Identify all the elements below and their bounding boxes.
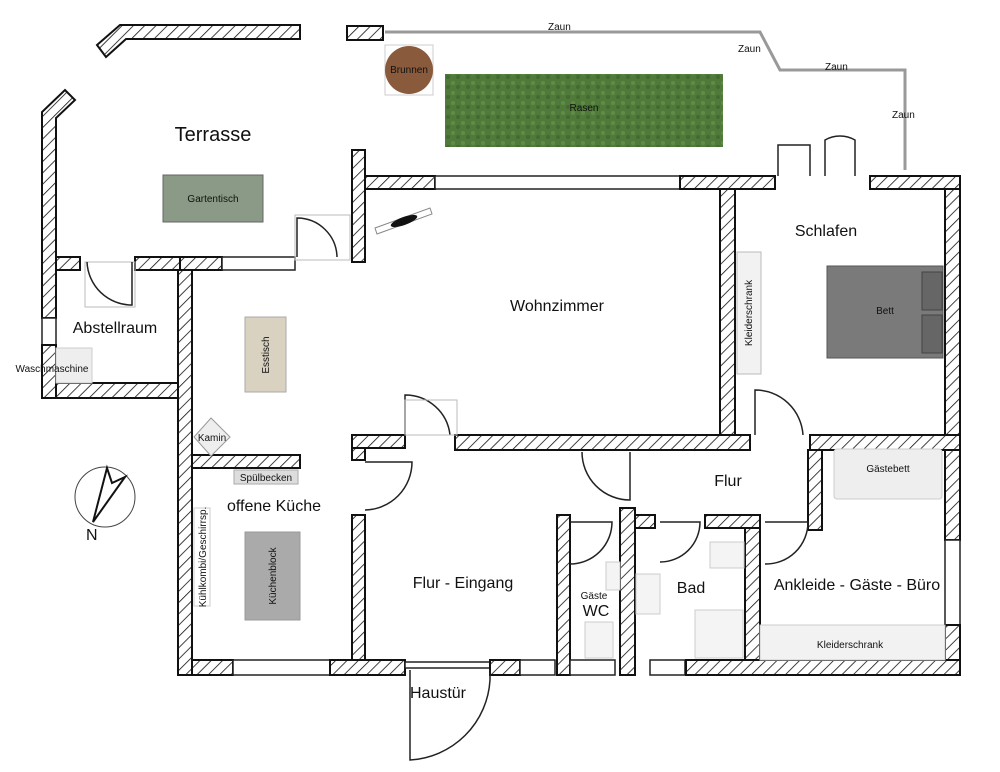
room-wc: WC	[583, 603, 610, 620]
kleiderschrank-label: Kleiderschrank	[744, 279, 755, 346]
bett-label: Bett	[876, 306, 894, 317]
brunnen-label: Brunnen	[390, 65, 428, 76]
fence: Zaun Zaun Zaun Zaun	[385, 22, 915, 170]
room-offene-kueche: offene Küche	[227, 498, 321, 515]
sink-icon	[605, 561, 621, 591]
fence-label: Zaun	[825, 62, 848, 73]
kuechenblock-label: Küchenblock	[268, 546, 279, 604]
room-bad: Bad	[677, 580, 705, 597]
toilet-icon	[709, 541, 745, 569]
gartentisch-label: Gartentisch	[187, 194, 238, 205]
gaestebett-label: Gästebett	[866, 464, 910, 475]
room-haustuer: Haustür	[410, 685, 467, 702]
gartentisch	[162, 174, 264, 223]
room-flur-eingang: Flur - Eingang	[413, 575, 514, 592]
room-abstellraum: Abstellraum	[73, 320, 157, 337]
kuehlkombi-label: Kühlkombi/Geschirrsp.	[198, 507, 209, 608]
spuelbecken-label: Spülbecken	[240, 473, 292, 484]
compass-icon: N	[74, 464, 136, 544]
kuehlkombi	[193, 507, 211, 607]
brunnen	[385, 46, 433, 94]
terrace-wall	[41, 88, 77, 319]
kleiderschrank-ankleide	[759, 624, 946, 661]
kleiderschrank-schlafen	[736, 251, 762, 375]
room-terrasse: Terrasse	[175, 124, 252, 146]
lamp-icon	[390, 214, 418, 228]
room-schlafen: Schlafen	[795, 223, 857, 240]
room-ankleide: Ankleide - Gäste - Büro	[774, 577, 940, 594]
kuechenblock	[244, 531, 301, 621]
esstisch-label: Esstisch	[261, 336, 272, 373]
rasen-label: Rasen	[570, 103, 599, 114]
walls	[41, 149, 961, 676]
pillow-icon	[921, 271, 943, 311]
room-gaeste: Gäste	[581, 591, 608, 602]
waschmaschine	[55, 347, 93, 384]
esstisch	[244, 316, 287, 393]
waschmaschine-label: Waschmaschine	[16, 364, 89, 375]
sink-icon	[635, 573, 661, 615]
pillow-icon	[921, 314, 943, 354]
kleiderschrank-label: Kleiderschrank	[817, 640, 884, 651]
fence-label: Zaun	[738, 44, 761, 55]
fence-label: Zaun	[548, 22, 571, 33]
compass-label: N	[86, 527, 98, 544]
shower-icon	[694, 609, 744, 659]
garden-wall	[346, 25, 384, 41]
rasen	[445, 74, 723, 147]
toilet-icon	[584, 621, 614, 659]
fence-label: Zaun	[892, 110, 915, 121]
doors	[84, 135, 856, 761]
terrace-wall	[95, 24, 301, 59]
spuelbecken	[233, 469, 299, 485]
room-flur: Flur	[714, 473, 742, 490]
room-wohnzimmer: Wohnzimmer	[510, 298, 605, 315]
kamin	[193, 417, 231, 457]
gaestebett	[833, 448, 943, 500]
kamin-label: Kamin	[198, 433, 226, 444]
